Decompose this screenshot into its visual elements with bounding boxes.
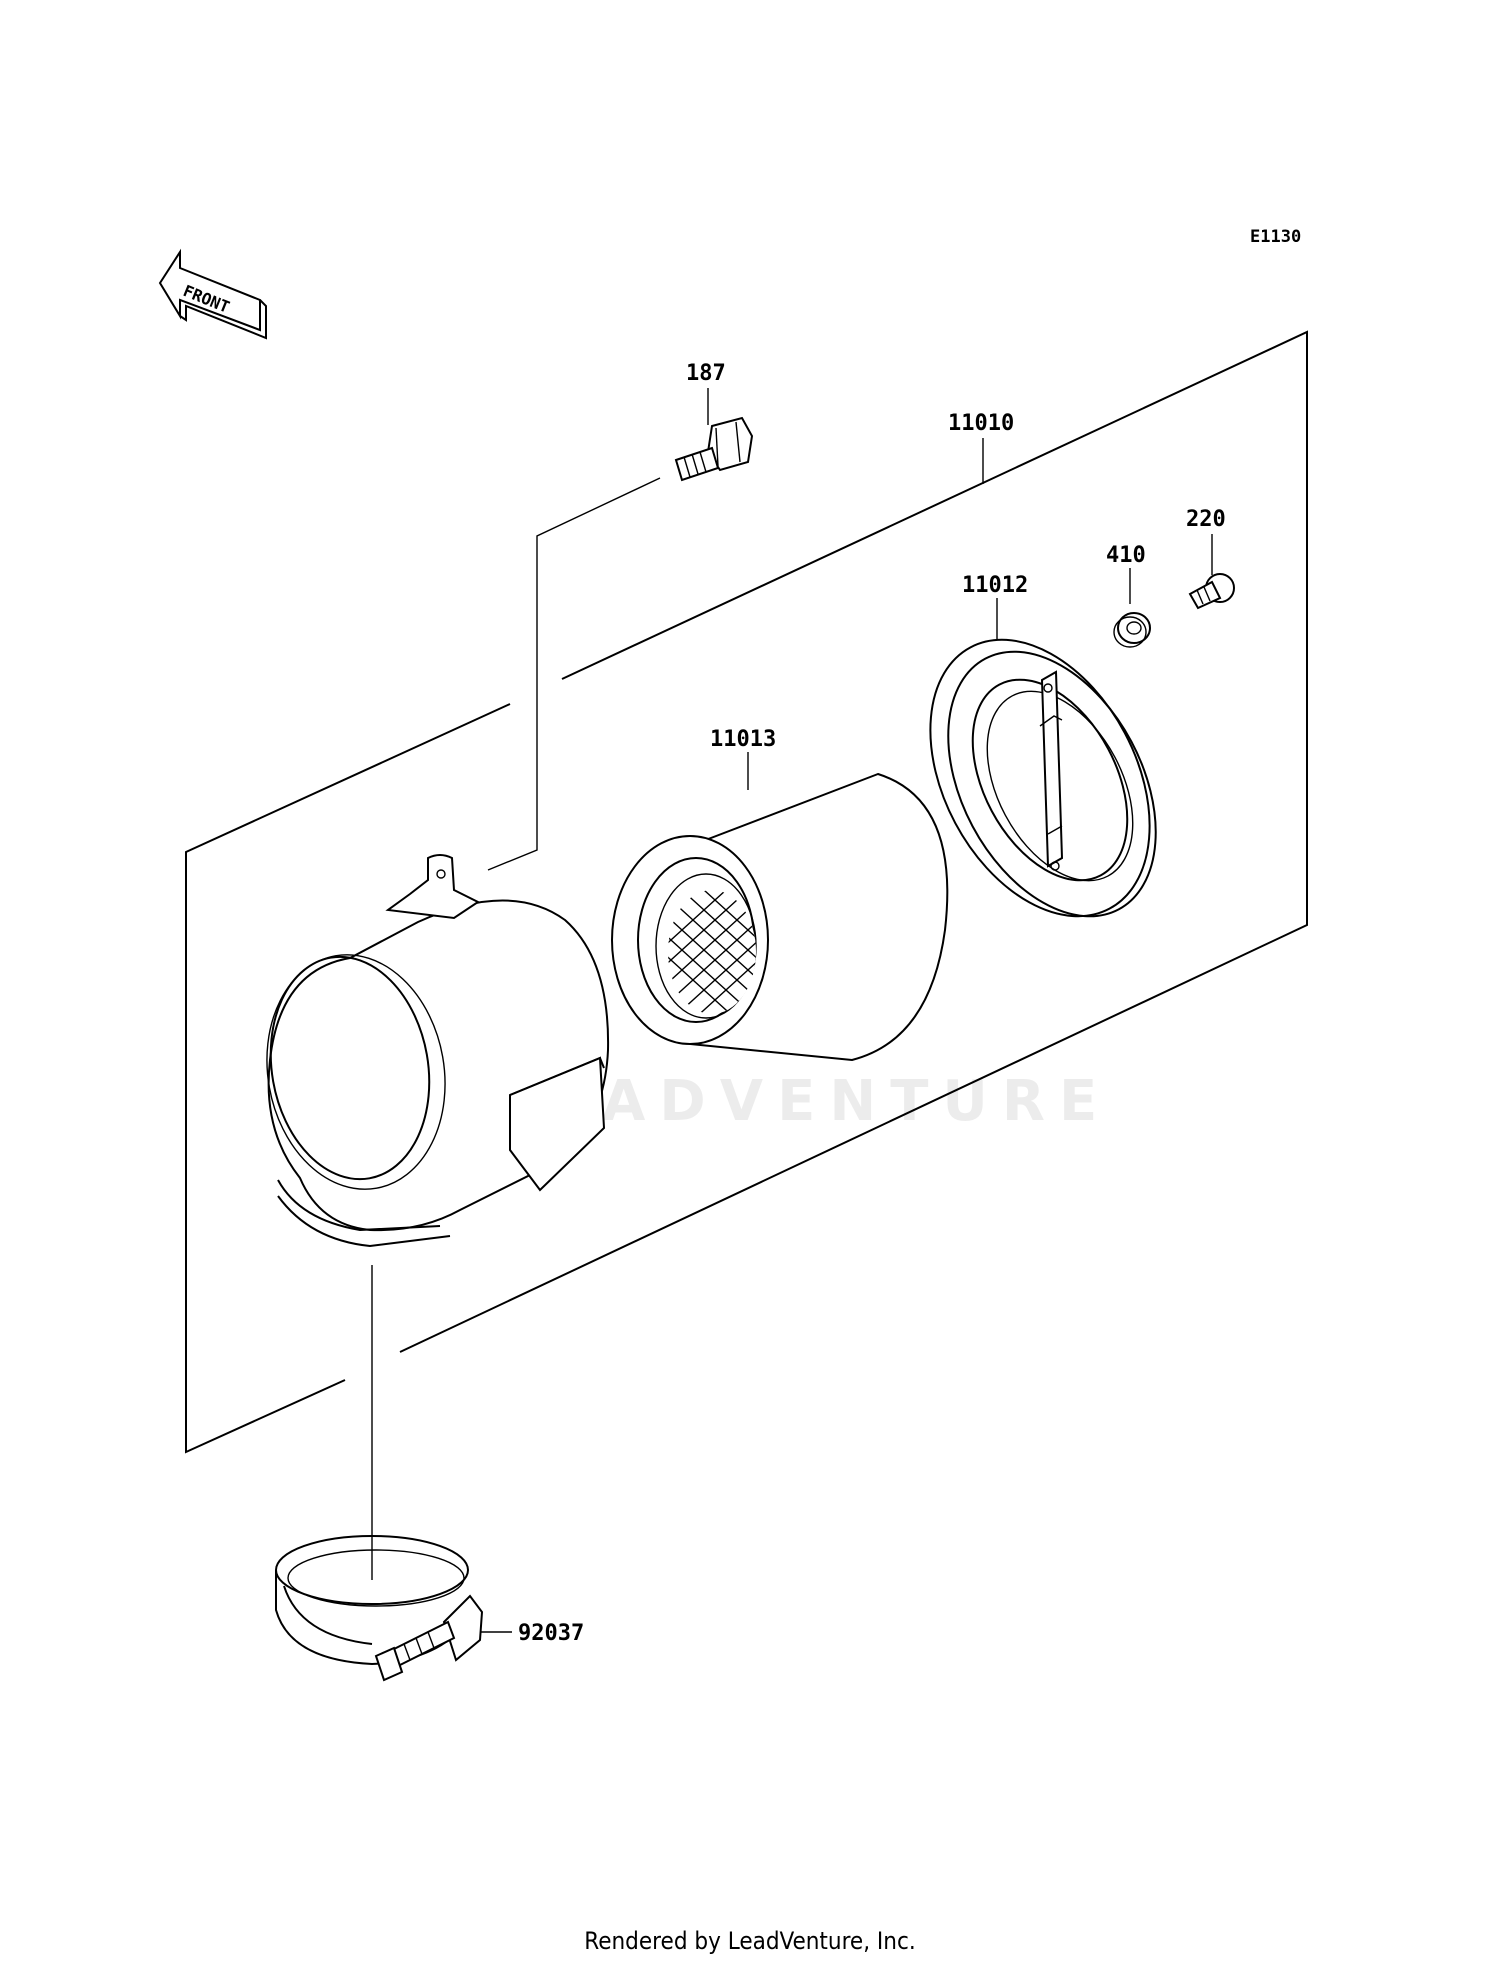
hose-clamp-icon [275, 1535, 484, 1682]
footer-credit: Rendered by LeadVenture, Inc. [584, 1927, 916, 1955]
front-arrow-icon: FRONT [158, 248, 267, 340]
callout-label-11013: 11013 [710, 727, 776, 752]
screw-icon [1188, 573, 1235, 610]
callout-label-11012: 11012 [962, 573, 1028, 598]
callout-lines [371, 388, 1213, 1633]
assembly-bracket [185, 330, 1308, 1454]
callout-label-410: 410 [1106, 543, 1146, 568]
callout-label-220: 220 [1186, 507, 1226, 532]
callout-label-11010: 11010 [948, 411, 1014, 436]
washer-icon [1113, 612, 1151, 648]
diagram-code: E1130 [1250, 227, 1301, 247]
air-cleaner-housing-icon [266, 854, 610, 1248]
callout-label-92037: 92037 [518, 1621, 584, 1646]
filter-element-icon [611, 772, 949, 1062]
cover-icon [929, 638, 1157, 918]
callout-label-187: 187 [686, 361, 726, 386]
bolt-icon [674, 416, 754, 482]
